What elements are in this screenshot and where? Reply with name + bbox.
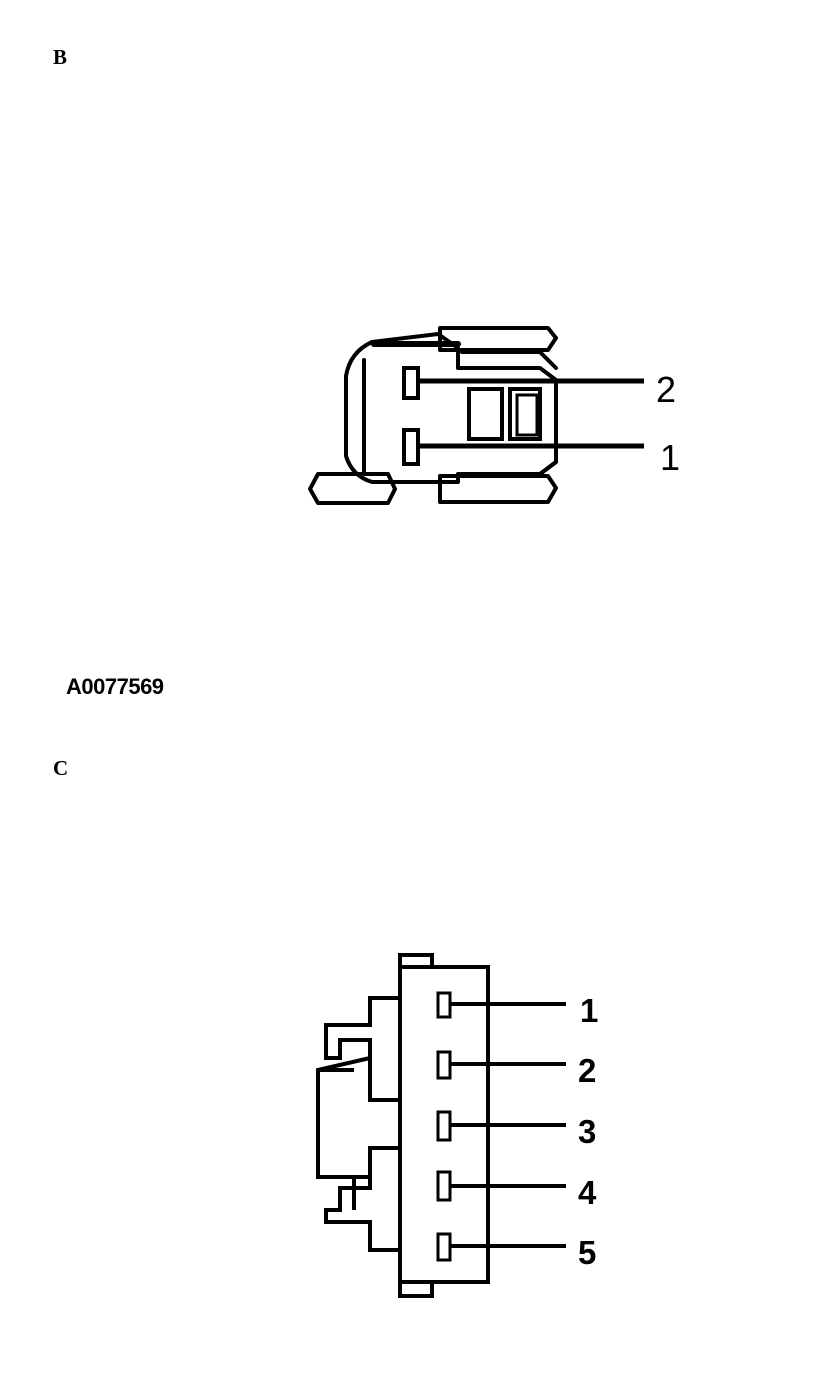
connector-b-center-cavities [467, 387, 542, 441]
connector-b-pin-1: 1 [402, 428, 680, 478]
connector-c-pin-label: 3 [578, 1113, 596, 1150]
connector-c-pin-label: 5 [578, 1234, 596, 1271]
section-label-c: C [53, 756, 69, 780]
connector-b-pin-label: 2 [656, 369, 676, 410]
connector-c-pin-3: 3 [436, 1110, 596, 1150]
connector-c-pin-2: 2 [436, 1050, 596, 1089]
connector-b-body [308, 326, 558, 505]
figure-id: A0077569 [66, 674, 164, 699]
connector-c-pin-1: 1 [436, 991, 598, 1029]
connector-c-pin-label: 2 [578, 1052, 596, 1089]
connector-c-pin-4: 4 [436, 1170, 597, 1211]
connector-c-pin-label: 1 [580, 992, 598, 1029]
section-label-b: B [53, 45, 68, 69]
connector-b-pin-2: 2 [402, 366, 676, 410]
connector-c-pin-5: 5 [436, 1232, 596, 1271]
connector-c-pin-label: 4 [578, 1174, 597, 1211]
connector-b-pin-label: 1 [660, 437, 680, 478]
